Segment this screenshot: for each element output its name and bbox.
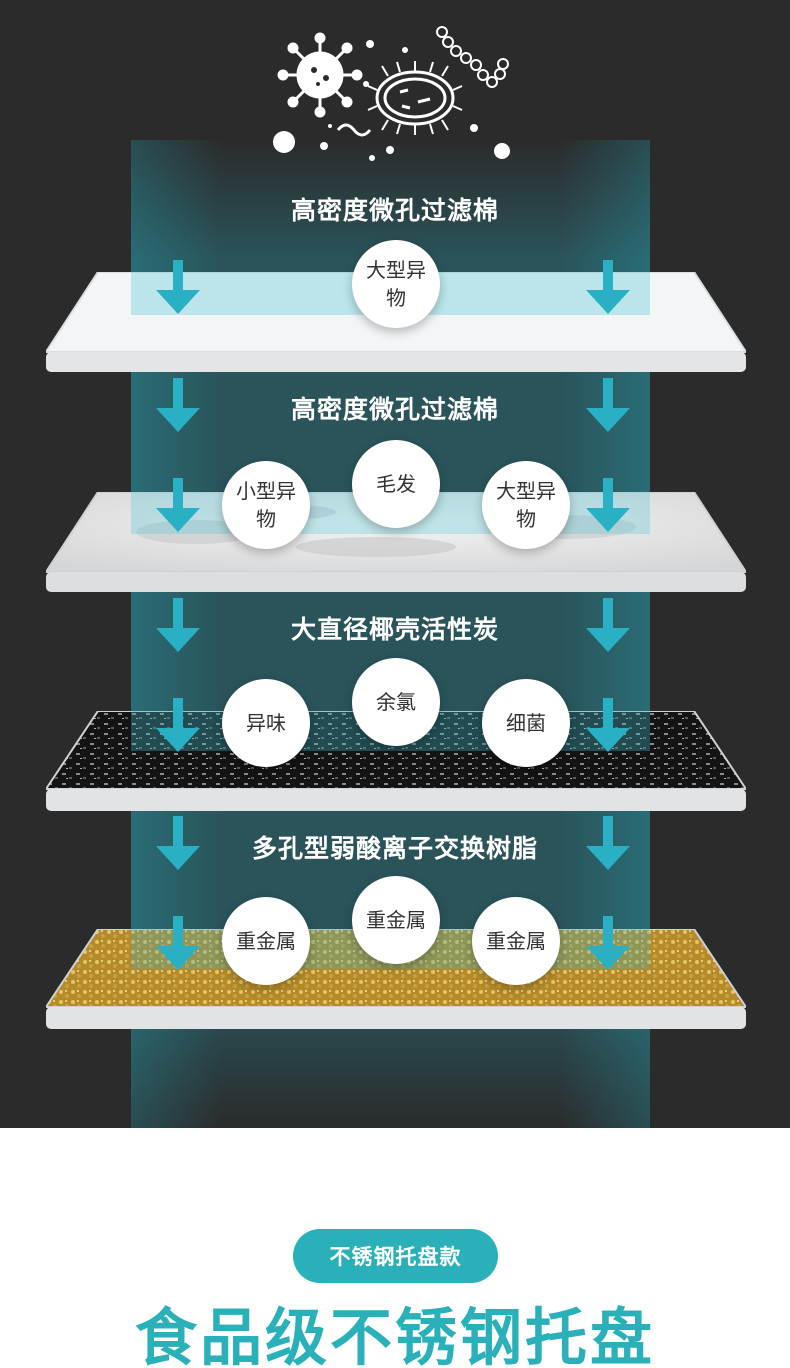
filtered-item-bubble: 重金属 bbox=[352, 876, 440, 964]
tray-layer-3 bbox=[46, 711, 746, 811]
activated-carbon bbox=[46, 711, 746, 811]
down-arrow-icon bbox=[586, 816, 630, 870]
down-arrow-icon bbox=[586, 916, 630, 970]
down-arrow-icon bbox=[156, 816, 200, 870]
filtered-item-bubble: 重金属 bbox=[472, 897, 560, 985]
down-arrow-icon bbox=[156, 260, 200, 314]
down-arrow-icon bbox=[586, 378, 630, 432]
squiggle-germ bbox=[336, 123, 372, 137]
down-arrow-icon bbox=[156, 598, 200, 652]
filtered-item-bubble: 重金属 bbox=[222, 897, 310, 985]
germ-dots bbox=[273, 40, 510, 161]
virus-icon bbox=[277, 32, 363, 118]
chain-bacteria-icon bbox=[436, 26, 509, 88]
bacterium-icon bbox=[367, 61, 463, 135]
down-arrow-icon bbox=[156, 916, 200, 970]
down-arrow-icon bbox=[156, 478, 200, 532]
layer-4-title: 多孔型弱酸离子交换树脂 bbox=[251, 834, 538, 863]
down-arrow-icon bbox=[586, 260, 630, 314]
filtered-item-bubble: 余氯 bbox=[352, 658, 440, 746]
filtered-item-bubble: 小型异物 bbox=[222, 461, 310, 549]
filtered-item-bubble: 异味 bbox=[222, 679, 310, 767]
layer-1-title: 高密度微孔过滤棉 bbox=[290, 196, 499, 225]
filtered-item-bubble: 毛发 bbox=[352, 440, 440, 528]
down-arrow-icon bbox=[586, 478, 630, 532]
ion-exchange-resin bbox=[46, 929, 746, 1029]
filtered-item-bubble: 大型异物 bbox=[482, 461, 570, 549]
layer-3-title: 大直径椰壳活性炭 bbox=[290, 615, 499, 644]
down-arrow-icon bbox=[586, 598, 630, 652]
filtered-item-bubble: 大型异物 bbox=[352, 240, 440, 328]
tray-layer-4 bbox=[46, 929, 746, 1029]
filtered-item-bubble: 细菌 bbox=[482, 679, 570, 767]
down-arrow-icon bbox=[156, 378, 200, 432]
product-variant-badge: 不锈钢托盘款 bbox=[293, 1229, 498, 1283]
microbes-illustration bbox=[273, 26, 510, 161]
layer-2-title: 高密度微孔过滤棉 bbox=[290, 395, 499, 424]
down-arrow-icon bbox=[156, 698, 200, 752]
dark-background: 高密度微孔过滤棉 高密度微孔过滤棉 bbox=[0, 0, 790, 1128]
section-headline: 食品级不锈钢托盘 bbox=[134, 1301, 655, 1368]
down-arrow-icon bbox=[586, 698, 630, 752]
